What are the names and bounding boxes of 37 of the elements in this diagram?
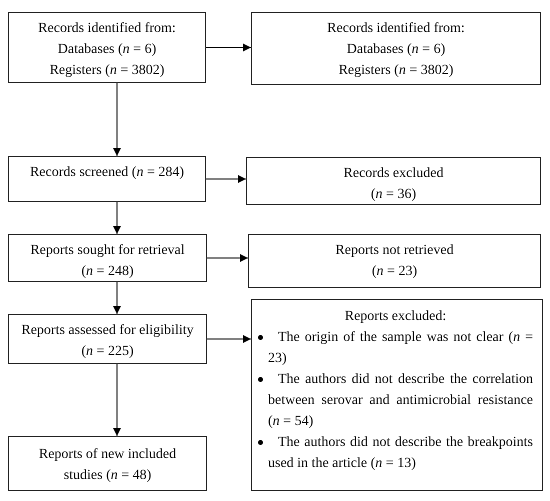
process-box bbox=[248, 234, 541, 288]
process-box bbox=[8, 234, 207, 282]
bullet-text: The authors did not describe the correlation between serovar and antimicrobial resistance (n = 54) bbox=[268, 371, 533, 431]
box-label: Reports assessed for eligibility bbox=[20, 322, 195, 340]
process-box bbox=[251, 12, 541, 85]
box-label: Reports not retrieved bbox=[334, 242, 455, 260]
arrow bbox=[113, 282, 121, 314]
arrow bbox=[113, 364, 121, 436]
box-label: Registers (n = 3802) bbox=[48, 62, 166, 80]
process-box bbox=[8, 314, 207, 364]
process-box bbox=[8, 156, 206, 202]
box-label: Databases (n = 6) bbox=[56, 41, 158, 59]
process-box bbox=[246, 157, 541, 205]
arrow bbox=[206, 254, 248, 262]
box-label: (n = 36) bbox=[370, 186, 418, 204]
box-label: Databases (n = 6) bbox=[346, 41, 446, 59]
arrow bbox=[206, 175, 246, 183]
box-label: Reports of new included studies (n = 48) bbox=[38, 446, 178, 485]
arrow bbox=[206, 44, 252, 52]
box-label: Records identified from: bbox=[326, 20, 466, 38]
process-box bbox=[8, 12, 206, 83]
bullet-text: The authors did not describe the breakpoints used in the article (n = 13) bbox=[268, 434, 533, 473]
box-label: Registers (n = 3802) bbox=[338, 62, 454, 80]
arrow bbox=[206, 335, 252, 343]
list-box bbox=[251, 299, 543, 491]
box-heading: Reports excluded: bbox=[344, 308, 448, 326]
box-label: (n = 23) bbox=[370, 263, 418, 281]
box-label: Records excluded bbox=[342, 165, 444, 183]
box-label: Records identified from: bbox=[37, 20, 177, 38]
box-label: Reports sought for retrieval bbox=[29, 242, 186, 260]
arrow bbox=[113, 82, 121, 156]
process-box bbox=[8, 436, 207, 491]
box-label: (n = 225) bbox=[80, 343, 135, 361]
box-label: (n = 248) bbox=[80, 263, 135, 281]
bullet-text: The origin of the sample was not clear (n = 23) bbox=[268, 329, 533, 368]
arrow bbox=[113, 202, 121, 234]
box-label: Records screened (n = 284) bbox=[28, 164, 186, 182]
